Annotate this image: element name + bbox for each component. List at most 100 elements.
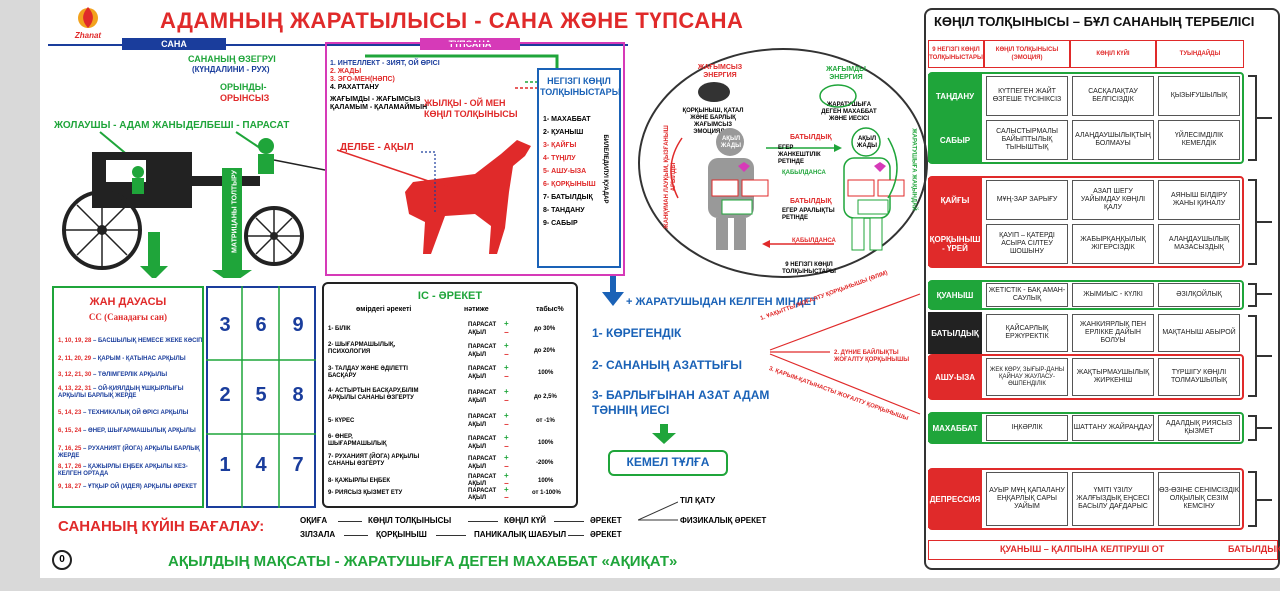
mid-label-2: БАТЫЛДЫҚ	[790, 198, 832, 205]
row-name-tandanu: ТАҢДАНУ	[928, 74, 982, 118]
is-row-8: 8- ҚАЖЫРЛЫ ЕҢБЕК ПАРАСАТ АҚЫЛ + − 100%	[328, 472, 578, 496]
row-ashu-c2: ЖАҚТЫРМАУШЫЛЫҚ ЖИРКЕНІШ	[1072, 358, 1154, 396]
assess-side-2: ФИЗИКАЛЫҚ ӘРЕКЕТ	[680, 516, 767, 525]
plus-icon: +	[504, 411, 509, 420]
emotions-side-label: БИЛЕЛЕДИЛУІ ҚУАДАР	[602, 134, 608, 204]
zhan-subtitle: СС (Санадағы сан)	[88, 312, 168, 322]
is-row-7-aqyl: АҚЫЛ	[468, 464, 487, 470]
table-header-2: КӨҢІЛ ТОЛҚЫНЫСЫ (ЭМОЦИЯ)	[984, 40, 1070, 68]
row-mahabbat-c1: ІҢКӘРЛІК	[986, 415, 1068, 441]
is-header-3: табыс%	[536, 306, 564, 313]
row-qaygy-c2: АЗАП ШЕГУ УАЙЫМДАУ КӨҢІЛІ ҚАЛУ	[1072, 180, 1154, 220]
zhan-item-1-num: 1, 10, 19, 28	[58, 338, 92, 344]
is-row-6-aqyl: АҚЫЛ	[468, 444, 487, 450]
minus-icon: −	[504, 462, 509, 471]
assess-dash	[568, 535, 584, 536]
zhan-item-9: 9, 18, 27 – ҰТҚЫР ОЙ (ИДЕЯ) АРҚЫЛЫ ӘРЕКЕ…	[58, 484, 208, 491]
plus-icon: +	[504, 433, 509, 442]
row-sabyr-c3: ҮЙЛЕСІМДІЛІК КЕМЕЛДІК	[1158, 120, 1240, 160]
neg-energy-desc: ҚОРҚЫНЫШ, ҚАТАЛ ЖӘНЕ БАРЛЫҚ ЖАҒЫМСЫЗ ЭМО…	[682, 108, 744, 135]
is-row-2-action: 2- ШЫҒАРМАШЫЛЫҚ, ПСИХОЛОГИЯ	[328, 342, 396, 355]
zhan-item-4-text: – ОЙ-ҚИЯЛДЫҢ ҰШҚЫРЛЫҒЫ АРҚЫЛЫ БАРЛЫҚ ЖЕР…	[58, 386, 184, 399]
row-quanysh-c1: ЖЕТІСТІК - БАҚ АМАН-САУЛЫҚ	[986, 283, 1068, 307]
assess-side-1: ТІЛ ҚАТУ	[680, 496, 716, 505]
tupsana-panel	[325, 42, 625, 276]
row-tandanu-c2: САСҚАЛАҚТАУ БЕЛГІСІЗДІК	[1072, 76, 1154, 116]
emotion-item-8: 8- ТАНДАНУ	[543, 207, 585, 214]
row-quanysh-c2: ЖЫМИЫС - КҮЛКІ	[1072, 283, 1154, 307]
is-row-1-action: 1- БІЛІК	[328, 326, 351, 332]
grid-cell-4: 2	[219, 384, 231, 406]
row-qorqynysh-c2: ЖАБЫРҚАҢҚЫЛЫҚ ЖІГЕРСІЗДІК	[1072, 224, 1154, 264]
emotion-item-5: 5- АШУ-ЫЗА	[543, 168, 587, 175]
table-row-batyldyq: БАТЫЛДЫҚ ҚАЙСАРЛЫҚ ЕРЖҮРЕКТІК ЖАНКИЯРЛЫҚ…	[928, 312, 1250, 354]
is-row-3-action: 3- ТАЛДАУ ЖӘНЕ ӘДІЛЕТТІ БАСҚАРУ	[328, 366, 408, 379]
logo-text: Zhanat	[74, 31, 102, 40]
grid-cell-9: 7	[292, 454, 304, 476]
energy-figures	[670, 82, 905, 251]
plus-icon: +	[504, 341, 509, 350]
zhan-item-2-text: – ҚАРЫМ - ҚАТЫНАС АРҚЫЛЫ	[92, 356, 186, 362]
carriage-illustration	[62, 131, 325, 278]
emotion-item-1: 1- МАХАББАТ	[543, 116, 591, 123]
emotion-item-2: 2- ҚУАНЫШ	[543, 129, 584, 136]
is-row-8-parasat: ПАРАСАТ	[468, 474, 497, 480]
grid-cell-1: 3	[219, 314, 231, 336]
zhan-item-3: 3, 12, 21, 30 – ТӘЛІМГЕРЛІК АРҚЫЛЫ	[58, 372, 208, 379]
zhan-item-4: 4, 13, 22, 31 – ОЙ-ҚИЯЛДЫҢ ҰШҚЫРЛЫҒЫ АРҚ…	[58, 386, 208, 400]
row-batyldyq-c1: ҚАЙСАРЛЫҚ ЕРЖҮРЕКТІК	[986, 314, 1068, 352]
kundalini-label: (КҮНДАЛИНИ - РУХ)	[192, 65, 270, 74]
carriage-diagram: САНАНЫҢ ӨЗЕГРУІ (КҮНДАЛИНИ - РУХ) ОРЫНДЫ…	[40, 48, 325, 278]
tab-tupsana: ТҮПСАНА	[420, 38, 520, 50]
row-sabyr-c1: САЛЫСТЫРМАЛЫ БАЙЫПТЫЛЫҚ ТЫНЫШТЫҚ	[986, 120, 1068, 160]
row-qorqynysh-c1: ҚАУІП – ҚАТЕРДІ АСЫРА СІЛТЕУ ШОШЫНУ	[986, 224, 1068, 264]
emotions-box-title: НЕГІЗГІ КӨҢІЛ ТОЛҚЫНЫСТАРЫ	[540, 76, 621, 97]
is-row-9-action: 9- РИЯСЫЗ ҚЫЗМЕТ ЕТУ	[328, 490, 403, 496]
assess-dash	[344, 535, 368, 536]
minus-icon: −	[504, 493, 509, 502]
zhan-item-9-text: – ҰТҚЫР ОЙ (ИДЕЯ) АРҚЫЛЫ ӘРЕКЕТ	[83, 484, 197, 490]
assess-r1-c4: ӘРЕКЕТ	[590, 516, 622, 525]
plus-icon: +	[504, 319, 509, 328]
grid-cell-8: 4	[255, 454, 267, 476]
zhan-item-5-text: – ТЕХНИКАЛЫҚ ОЙ ӨРІСІ АРҚЫЛЫ	[83, 410, 189, 416]
is-row-8-aqyl: АҚЫЛ	[468, 481, 487, 487]
emotion-item-9: 9- САБЫР	[543, 220, 578, 227]
is-row-1-parasat: ПАРАСАТ	[468, 322, 497, 328]
mission-item-1: 1- КӨРЕГЕНДІК	[592, 326, 682, 340]
zhan-box	[52, 286, 204, 508]
orynsyz-label: ОРЫНСЫЗ	[220, 93, 270, 103]
is-row-8-result: 100%	[538, 478, 554, 484]
fear-2: 2. ДҮНИЕ БАЙЛЫҚТЫ ЖОҒАЛТУ ҚОРҚЫНЫШЫ	[834, 350, 910, 363]
grid-cell-2: 6	[255, 314, 267, 336]
mission-head: + ЖАРАТУШЫДАН КЕЛГЕН МІНДЕТ	[626, 296, 818, 308]
is-box	[322, 282, 578, 508]
table-row-depressiya: ДЕПРЕССИЯ АУЫР МҰҢ ҚАПАЛАНУ ЕҢҚАРЛЫҚ САР…	[928, 470, 1250, 528]
emotion-item-7: 7- БАТЫЛДЫҚ	[543, 194, 593, 201]
tupsana-item-6: ҚАЛАМЫМ - ҚАЛАМАЙМЫН	[330, 104, 428, 111]
assess-dash	[554, 521, 584, 522]
assess-fork	[638, 501, 678, 521]
zhan-item-6: 6, 15, 24 – ӨНЕР, ШЫҒАРМАШЫЛЫҚ АРҚЫЛЫ	[58, 428, 208, 435]
row-quanysh-c3: ӘЗІЛҚОЙЛЫҚ	[1158, 283, 1240, 307]
is-row-6-result: 100%	[538, 440, 554, 446]
mission-item-2: 2- САНАНЫҢ АЗАТТЫҒЫ	[592, 358, 742, 372]
minus-icon: −	[504, 442, 509, 451]
row-depressiya-c2: ҮМІТІ ҮЗІЛУ ЖАЛҒЫЗДЫҚ ЕҢСЕСІ БАСЫЛУ ДАҒД…	[1072, 472, 1154, 526]
energy-footer: 9 НЕГІЗГІ КӨҢІЛ ТОЛҚЫНЫСТАРЫ	[782, 262, 836, 275]
table-header-3: КӨҢІЛ КҮЙІ	[1070, 40, 1156, 68]
emotion-item-3: 3- ҚАЙҒЫ	[543, 142, 577, 149]
sana-ozegi-label: САНАНЫҢ ӨЗЕГРУІ	[188, 54, 276, 64]
is-row-7: 7- РУХАНИЯТ (ЙОГА) АРҚЫЛЫ САНАНЫ ӨЗГЕРТУ…	[328, 454, 578, 476]
plus-icon: +	[504, 485, 509, 494]
assess-r2-c1: ЗІЛЗАЛА	[300, 530, 336, 539]
row-mahabbat-c3: АДАЛДЫҚ РИЯСЫЗ ҚЫЗМЕТ	[1158, 415, 1240, 441]
tupsana-item-2: 2. ЖАДЫ	[330, 68, 362, 75]
minus-icon: −	[504, 479, 509, 488]
is-row-1-aqyl: АҚЫЛ	[468, 330, 487, 336]
row-batyldyq-c3: МАҚТАНЫШ АБЫРОЙ	[1158, 314, 1240, 352]
is-rows: 1- БІЛІК ПАРАСАТ АҚЫЛ + − до 30% 2- ШЫҒА…	[328, 320, 578, 504]
is-row-4-result: до 2,5%	[534, 394, 557, 400]
assess-r1-c2: КӨҢІЛ ТОЛҚЫНЫСЫ	[368, 516, 452, 525]
delbeshi-label: ДЕЛБЕШІ - ПАРАСАТ	[186, 120, 290, 131]
